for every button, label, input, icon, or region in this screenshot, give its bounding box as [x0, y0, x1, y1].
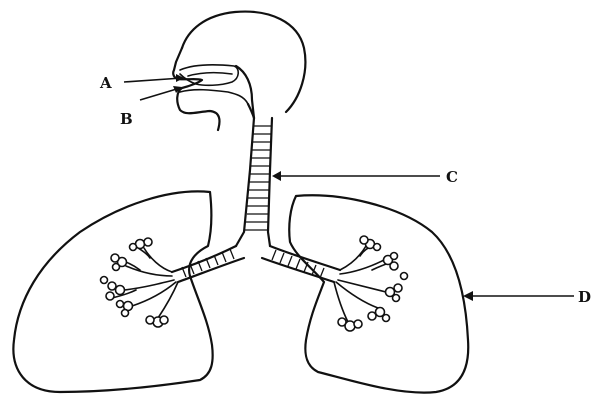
alveoli-clusters-right [338, 236, 408, 331]
bronchus-right [270, 246, 340, 270]
bronchus-left-lower [178, 258, 244, 282]
pointer-a-arrowhead [176, 74, 184, 82]
label-c: C [446, 168, 458, 186]
pointer-c-arrowhead [272, 171, 281, 181]
alveoli-clusters-left [101, 238, 169, 327]
lung-right-side [289, 195, 468, 392]
label-a: A [99, 74, 112, 92]
label-b: B [120, 110, 133, 128]
label-d: D [578, 288, 591, 306]
pointer-b [140, 88, 180, 100]
pointer-a [124, 78, 182, 82]
lung-left-side [13, 191, 212, 392]
bronchus-left [172, 246, 236, 272]
nasal-passage-line [188, 73, 232, 76]
oral-cavity [180, 90, 248, 104]
head-outline [182, 12, 305, 112]
